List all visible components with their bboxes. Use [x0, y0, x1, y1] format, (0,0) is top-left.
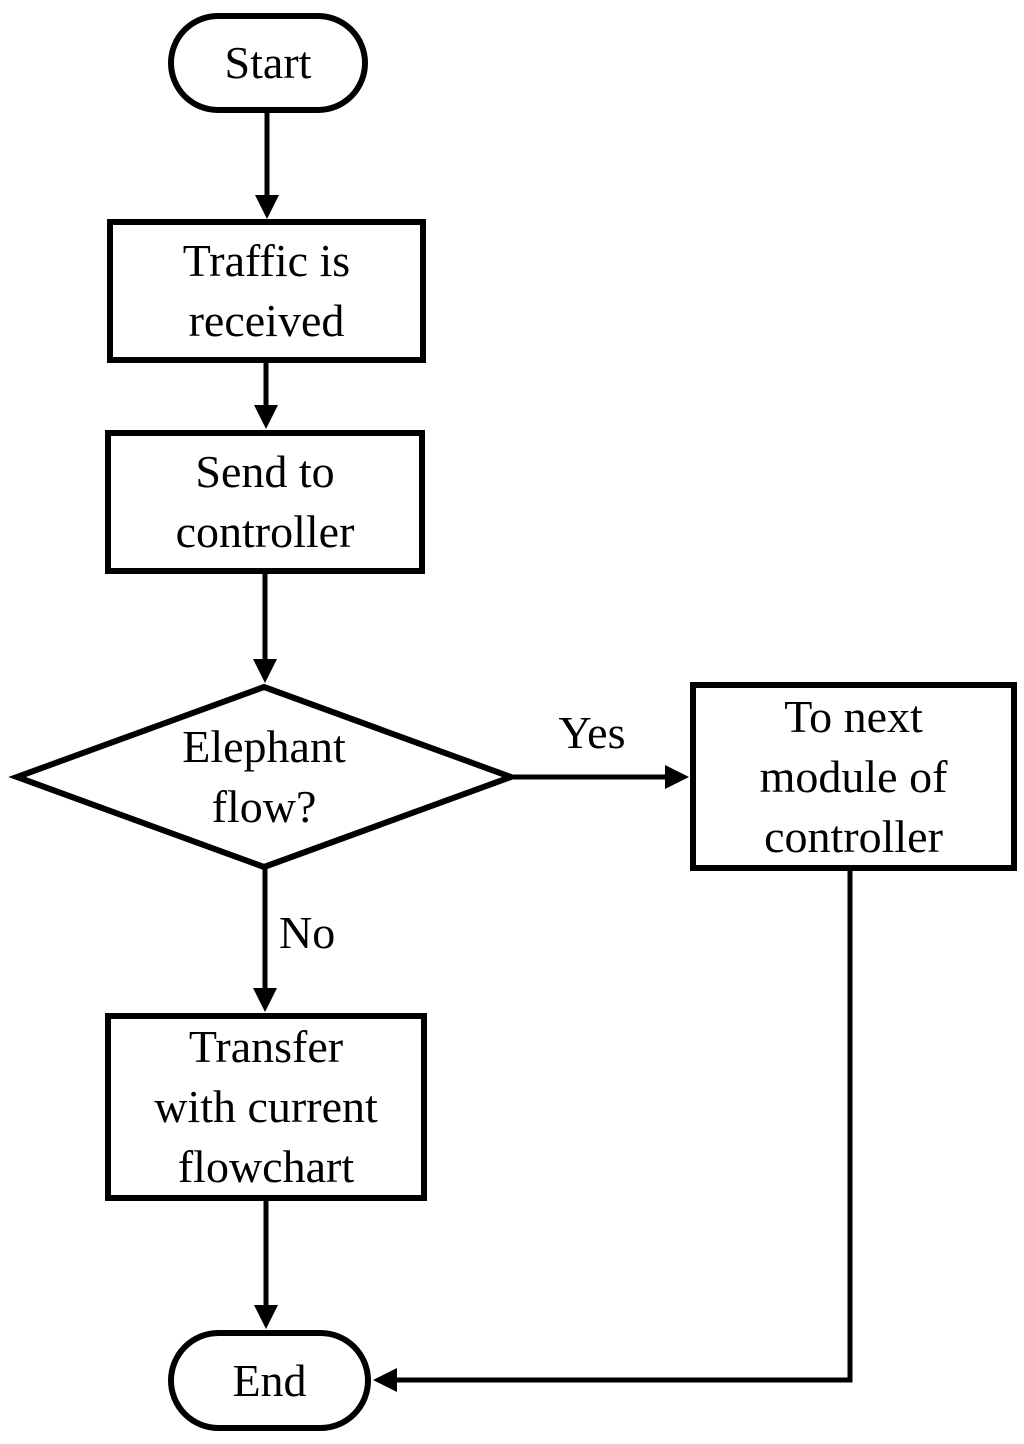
edge-transfer-end	[254, 1200, 278, 1329]
node-send-to-controller-label: Send to controller	[175, 446, 355, 557]
node-elephant-flow-decision: Elephant flow?	[114, 716, 414, 838]
edge-start-traffic	[255, 112, 279, 219]
node-start: Start	[168, 13, 368, 113]
node-elephant-flow-label: Elephant flow?	[182, 721, 346, 832]
node-traffic-received-label: Traffic is received	[182, 235, 351, 346]
node-transfer-current-flowchart: Transfer with current flowchart	[105, 1013, 427, 1201]
arrowhead-down-icon	[253, 659, 277, 683]
node-send-to-controller: Send to controller	[105, 430, 425, 574]
arrowhead-left-icon	[373, 1368, 397, 1392]
node-end-label: End	[232, 1354, 307, 1406]
arrowhead-down-icon	[255, 195, 279, 219]
edge-tonext-end	[373, 870, 853, 1392]
edge-label-yes: Yes	[543, 708, 641, 758]
node-to-next-module: To next module of controller	[690, 682, 1017, 871]
arrowhead-down-icon	[254, 1305, 278, 1329]
node-traffic-received: Traffic is received	[107, 219, 426, 363]
edge-decision-transfer-no	[253, 867, 277, 1012]
edge-decision-tonext-yes	[511, 765, 689, 789]
node-to-next-module-label: To next module of controller	[759, 690, 948, 862]
node-end: End	[168, 1330, 371, 1431]
edge-traffic-send	[254, 362, 278, 429]
edge-label-no: No	[277, 907, 338, 958]
arrowhead-down-icon	[254, 405, 278, 429]
arrowhead-right-icon	[665, 765, 689, 789]
edge-send-decision	[253, 573, 277, 683]
node-start-label: Start	[224, 37, 312, 88]
arrowhead-down-icon	[253, 988, 277, 1012]
node-transfer-current-flowchart-label: Transfer with current flowchart	[154, 1021, 378, 1192]
